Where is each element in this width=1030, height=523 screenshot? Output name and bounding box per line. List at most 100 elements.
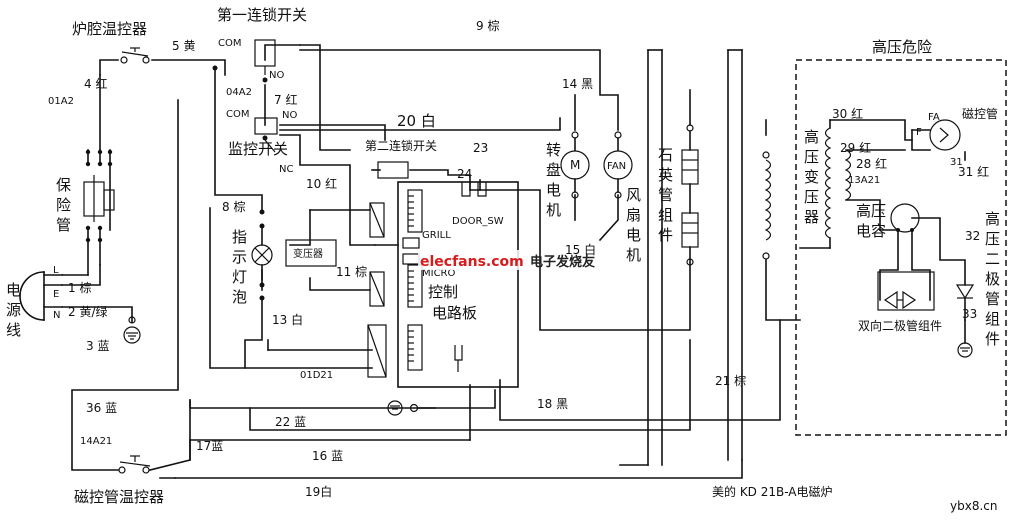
hv-diode-label-7: 件 — [985, 330, 1000, 348]
magnetron-label: 磁控管 — [962, 106, 998, 121]
bidirectional-diode-label: 双向二极管组件 — [858, 318, 942, 333]
fuse-label-3: 管 — [56, 216, 71, 234]
wire-8: 8 棕 — [222, 199, 245, 214]
wire-13: 13 白 — [272, 312, 303, 327]
fan-label-3: 电 — [626, 226, 641, 244]
site-label: ybx8.cn — [950, 499, 997, 513]
control-board: GRILL MICRO 控制 电路板 01D21 — [300, 181, 519, 388]
wire-31: 31 红 — [958, 164, 989, 179]
power-plug: L E N 电 源 线 — [6, 265, 63, 339]
wire-15: 15 白 — [565, 242, 596, 257]
hv-transformer-label-1: 高 — [804, 128, 819, 146]
hv-diode-label-2: 压 — [985, 230, 1000, 248]
power-label-1: 电 — [6, 281, 21, 299]
wire-3: 3 蓝 — [86, 339, 109, 353]
monitor-switch-label: 监控开关 — [228, 140, 288, 158]
wire-labels: 1 棕 2 黄/绿 3 蓝 4 红 5 黄 7 红 8 棕 9 棕 10 红 1… — [68, 18, 989, 499]
wire-28: 28 红 — [856, 156, 887, 171]
wire-11: 11 棕 — [336, 264, 367, 279]
hv-transformer-label-5: 器 — [804, 208, 819, 226]
quartz-label-4: 组 — [658, 206, 673, 224]
term-n: N — [53, 310, 60, 321]
quartz-label-3: 管 — [658, 186, 673, 204]
oven-thermostat: 炉腔温控器 — [72, 20, 150, 64]
turntable-label-2: 盘 — [546, 161, 561, 179]
wire-21: 21 棕 — [715, 373, 746, 388]
code-01a2: 01A2 — [48, 96, 74, 107]
indicator-label-1: 指 — [232, 228, 247, 246]
fuse-label-2: 险 — [56, 196, 71, 214]
control-board-label-2: 电路板 — [432, 304, 477, 322]
quartz-tube-assembly: 石 英 管 组 件 — [658, 124, 699, 266]
small-transformer: 变压器 — [285, 239, 337, 267]
fan-text: FAN — [607, 161, 626, 172]
micro-label: MICRO — [422, 268, 456, 279]
indicator-lamp: 指 示 灯 泡 — [232, 209, 273, 306]
wire-14: 14 黑 — [562, 77, 593, 91]
f-label: F — [916, 127, 922, 138]
turntable-label-1: 转 — [546, 141, 561, 159]
code-14a21: 14A21 — [80, 436, 112, 447]
wire-9: 9 棕 — [476, 18, 499, 33]
wire-30: 30 红 — [832, 106, 863, 121]
grill-label: GRILL — [422, 230, 451, 241]
hv-diode-label-6: 组 — [985, 310, 1000, 328]
second-interlock-label: 第二连锁开关 — [365, 138, 437, 153]
com1-label: COM — [218, 38, 241, 49]
turntable-label-3: 电 — [546, 181, 561, 199]
wire-31b: 31 — [950, 157, 963, 168]
fan-label-1: 风 — [626, 186, 641, 204]
power-label-2: 源 — [6, 301, 21, 319]
fan-label-4: 机 — [626, 246, 641, 264]
wire-36: 36 蓝 — [86, 401, 117, 415]
ground-icon — [387, 400, 436, 416]
monitor-switch: COM NO NC 监控开关 — [226, 109, 297, 175]
code-01d21: 01D21 — [300, 370, 333, 381]
hv-diode-label-3: 二 — [985, 250, 1000, 268]
turntable-motor: M 转 盘 电 机 — [546, 131, 590, 219]
wire-22: 22 蓝 — [275, 415, 306, 429]
term-e: E — [53, 289, 59, 300]
wire-19: 19白 — [305, 484, 332, 499]
hv-diode-label-4: 极 — [985, 270, 1000, 288]
watermark-site: elecfans.com — [420, 254, 524, 270]
wire-1: 1 棕 — [68, 280, 91, 295]
wire-24: 24 — [457, 167, 472, 181]
mag-thermostat-label: 磁控管温控器 — [74, 488, 164, 506]
hv-transformer: 高 压 变 压 器 — [799, 119, 913, 249]
code-04a2: 04A2 — [226, 87, 252, 98]
indicator-label-3: 灯 — [232, 268, 247, 286]
hv-diode: 高 压 二 极 管 组 件 — [955, 151, 1000, 358]
fuse: 保 险 管 01A2 — [48, 96, 115, 243]
heater-coil — [762, 151, 772, 260]
wire-29: 29 红 — [840, 140, 871, 155]
wire-16: 16 蓝 — [312, 449, 343, 463]
hv-diode-label-5: 管 — [985, 290, 1000, 308]
indicator-label-2: 示 — [232, 248, 247, 266]
quartz-label-2: 英 — [658, 166, 673, 184]
hv-capacitor: 高压 电容 — [856, 202, 966, 301]
hv-danger-box — [795, 59, 1007, 436]
wire-33: 33 — [962, 307, 977, 321]
wire-7: 7 红 — [274, 92, 297, 107]
no1-label: NO — [269, 70, 284, 81]
fan-label-2: 扇 — [626, 206, 641, 224]
quartz-label-5: 件 — [658, 226, 673, 244]
hv-danger-label: 高压危险 — [872, 38, 932, 56]
turntable-label-4: 机 — [546, 201, 561, 219]
hv-diode-label-1: 高 — [985, 210, 1000, 228]
watermark-cn: 电子发烧友 — [530, 254, 595, 270]
ground-icon — [123, 316, 141, 344]
door-sw-label: DOOR_SW — [452, 216, 504, 227]
wire-10: 10 红 — [306, 176, 337, 191]
no2-label: NO — [282, 110, 297, 121]
control-board-label-1: 控制 — [428, 283, 458, 301]
hv-transformer-label-3: 变 — [804, 168, 819, 186]
hv-transformer-label-2: 压 — [804, 148, 819, 166]
quartz-label-1: 石 — [658, 146, 673, 164]
watermark: elecfans.com 电子发烧友 — [418, 250, 595, 270]
fan-motor: FAN 风 扇 电 机 — [603, 131, 641, 264]
caption: 美的 KD 21B-A电磁炉 — [712, 484, 833, 499]
indicator-label-4: 泡 — [232, 288, 247, 306]
